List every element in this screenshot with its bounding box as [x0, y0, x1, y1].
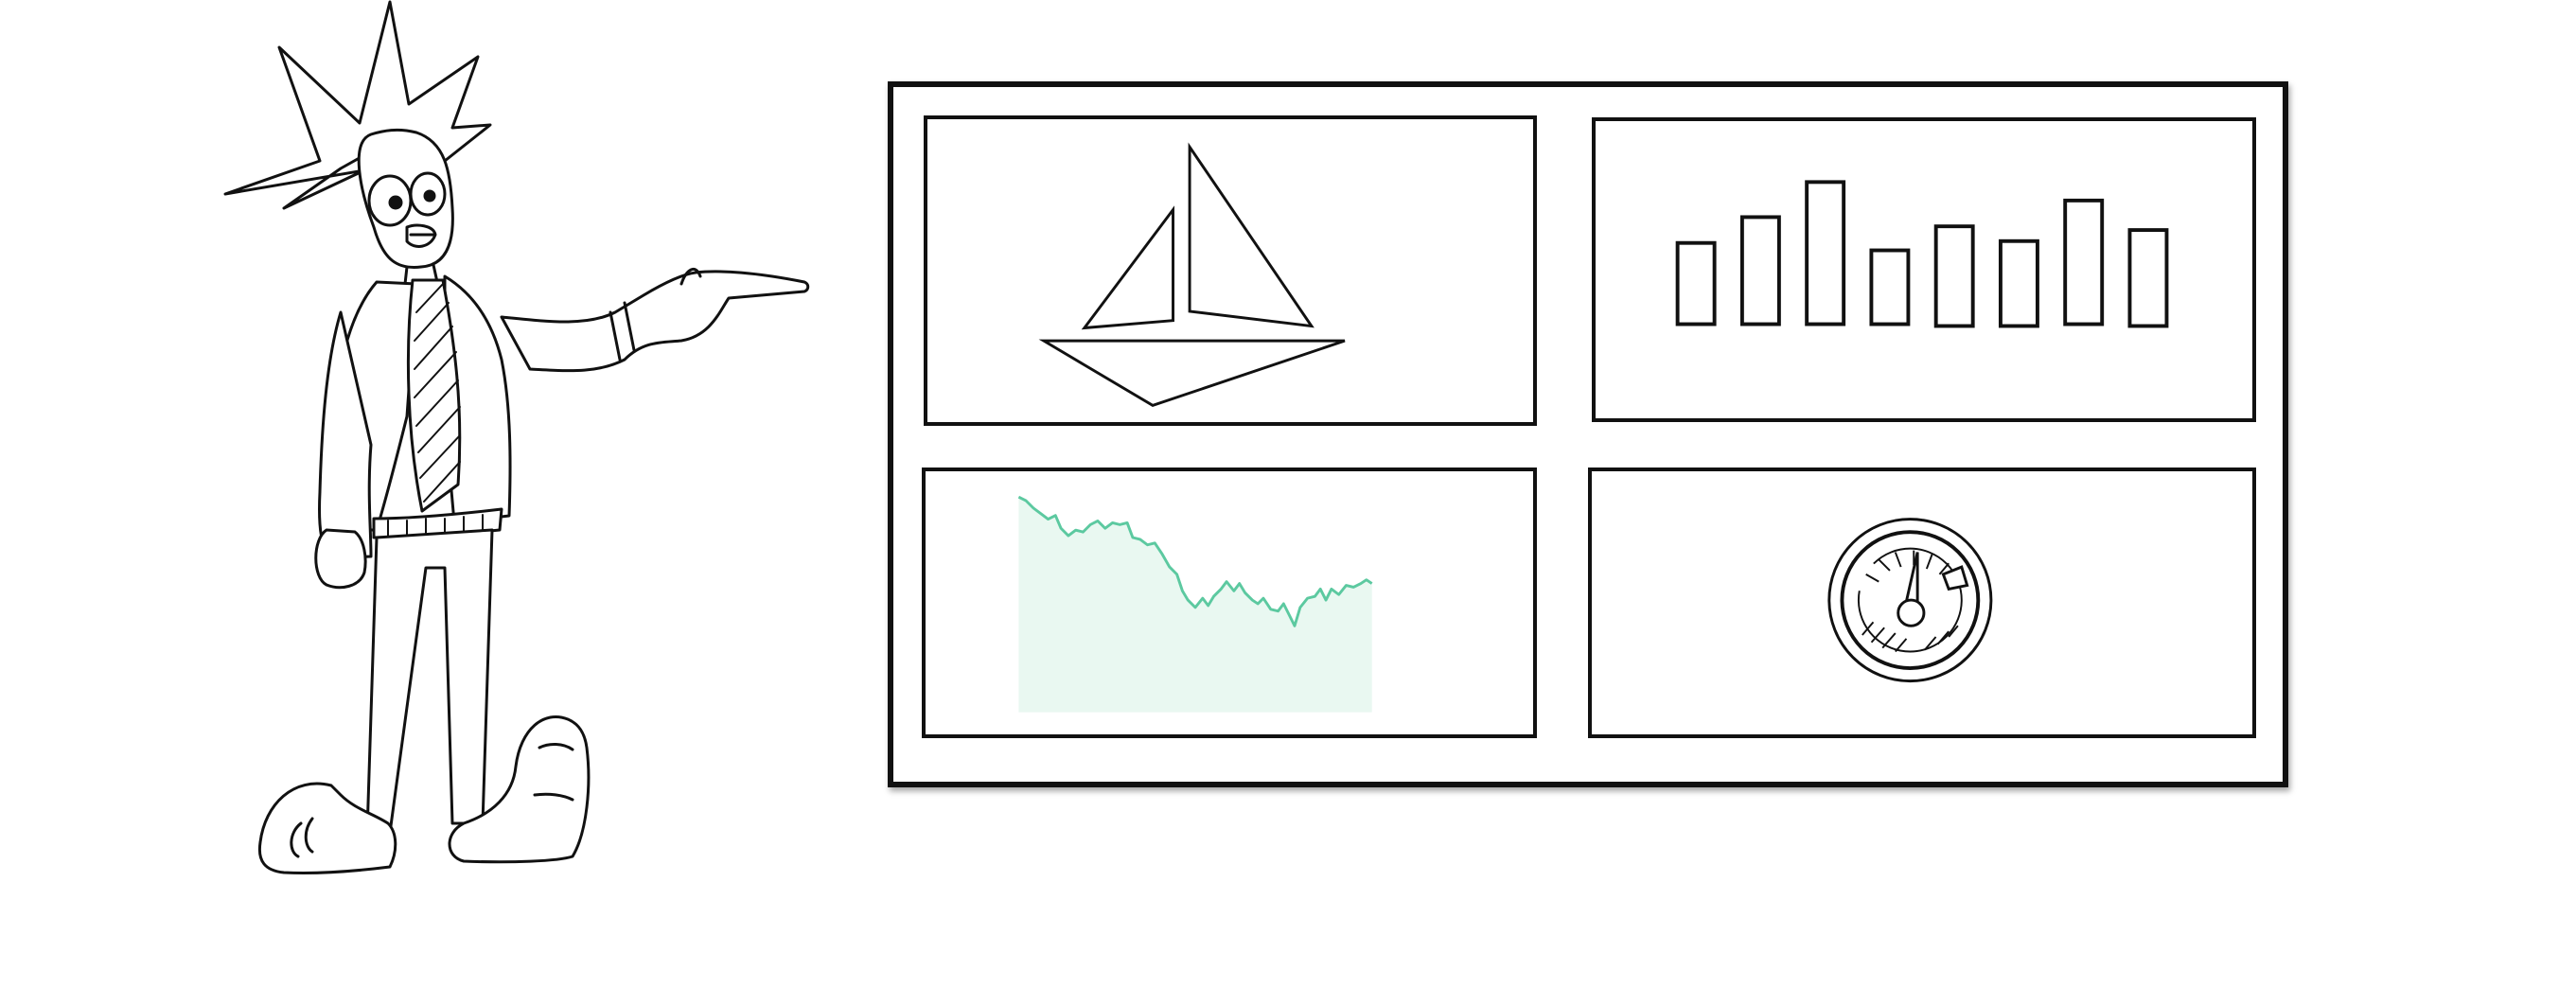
scientist-pointing-icon [223, 0, 810, 875]
bar-1 [1675, 240, 1717, 326]
line-chart-line [1017, 495, 1373, 627]
bar-chart-panel [1592, 117, 2256, 422]
bar-8 [2127, 228, 2169, 328]
bar-chart-icon [1675, 180, 2169, 328]
speedometer-gauge-icon [1827, 518, 1993, 683]
bar-7 [2063, 198, 2105, 326]
area-line-chart-icon [1017, 495, 1373, 713]
line-chart-panel [922, 468, 1537, 738]
gauge-panel [1588, 468, 2256, 738]
sailboat-logo-icon [1038, 142, 1346, 408]
bar-4 [1869, 248, 1911, 326]
dashboard-board [888, 81, 2288, 787]
bar-5 [1933, 224, 1975, 328]
logo-panel [924, 115, 1537, 426]
bar-3 [1805, 180, 1846, 326]
line-chart-area [1018, 497, 1372, 713]
bar-2 [1739, 215, 1781, 326]
bar-6 [1998, 238, 2039, 328]
